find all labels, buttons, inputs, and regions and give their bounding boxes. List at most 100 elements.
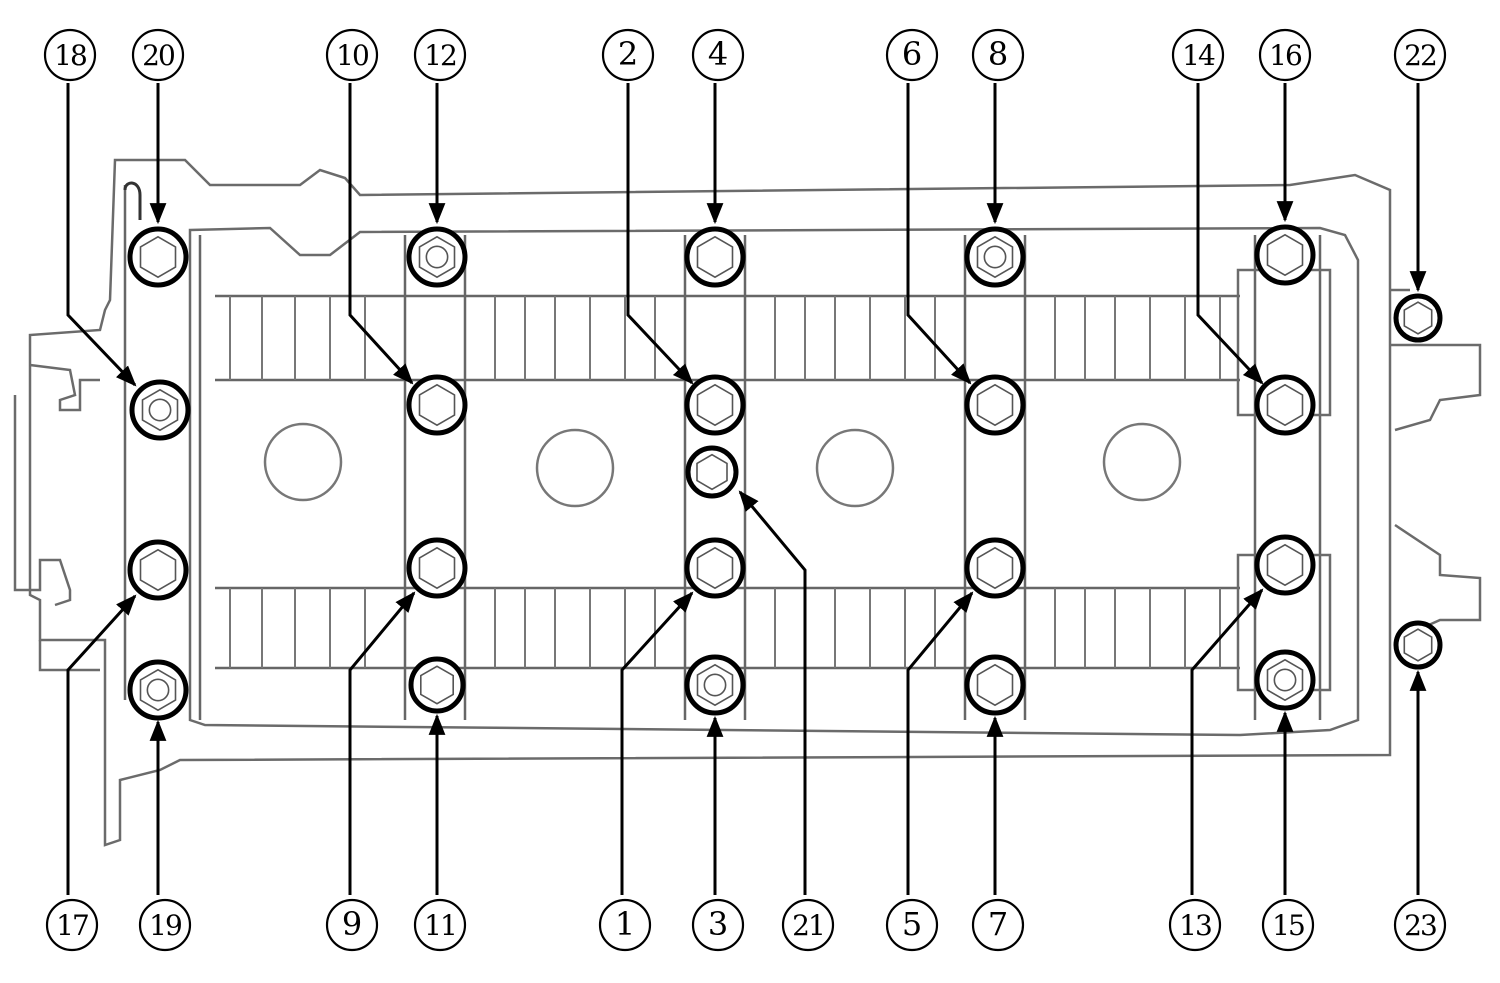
callout-number: 10: [336, 39, 368, 72]
bolt-3: [684, 654, 746, 716]
leader-arrows: [66, 83, 1427, 895]
callout-number: 16: [1269, 39, 1302, 72]
callout-marker-14: 14: [1171, 28, 1225, 82]
callout-marker-20: 20: [131, 28, 185, 82]
callout-circle: [138, 898, 192, 952]
callout-circle: [601, 28, 655, 82]
callout-circle: [885, 898, 939, 952]
callout-circle: [1261, 898, 1315, 952]
callout-number: 13: [1179, 909, 1211, 942]
callout-marker-6: 6: [885, 28, 939, 82]
callout-number: 21: [792, 909, 824, 942]
spark-plug-bore-3: [815, 428, 895, 508]
callout-number: 18: [54, 39, 86, 72]
callout-marker-19: 19: [138, 898, 192, 952]
leader-arrow-1: [620, 591, 694, 895]
callout-number: 2: [618, 35, 638, 73]
callout-marker-18: 18: [43, 28, 97, 82]
bolt-13: [1254, 534, 1316, 596]
callout-marker-8: 8: [971, 28, 1025, 82]
callout-number: 6: [902, 35, 922, 73]
callout-number: 4: [708, 35, 728, 73]
callout-marker-4: 4: [691, 28, 745, 82]
bolt-7: [964, 654, 1026, 716]
callout-circle: [971, 28, 1025, 82]
callout-number: 19: [149, 909, 181, 942]
callout-marker-21: 21: [781, 898, 835, 952]
callout-marker-2: 2: [601, 28, 655, 82]
camshaft-ribs-lower: [229, 588, 1221, 668]
callout-circle: [1258, 28, 1312, 82]
callout-marker-10: 10: [325, 28, 379, 82]
callout-circle: [598, 898, 652, 952]
bolt-21: [685, 445, 739, 499]
leader-arrow-9: [348, 591, 416, 895]
callout-number: 1: [615, 905, 635, 943]
callout-circle: [1171, 28, 1225, 82]
bolt-10: [406, 374, 468, 436]
callout-number: 11: [424, 909, 456, 942]
callout-number: 7: [988, 905, 1008, 943]
leader-arrow-18: [66, 83, 137, 387]
callout-marker-13: 13: [1168, 898, 1222, 952]
bolt-23: [1393, 620, 1443, 670]
bolt-5: [964, 537, 1026, 599]
callout-circle: [1393, 28, 1447, 82]
leader-arrow-6: [906, 83, 972, 385]
callout-marker-12: 12: [413, 28, 467, 82]
bolts: [127, 224, 1443, 721]
bolt-20: [127, 226, 189, 288]
callout-circle: [45, 898, 99, 952]
leader-arrow-17: [66, 594, 137, 895]
bolt-4: [684, 226, 746, 288]
bolt-15: [1254, 649, 1316, 711]
bolt-17: [127, 539, 189, 601]
callout-circle: [131, 28, 185, 82]
callout-circle: [325, 28, 379, 82]
callout-circle: [1393, 898, 1447, 952]
callout-number: 3: [708, 905, 728, 943]
leader-arrow-21: [738, 490, 807, 895]
callout-circle: [325, 898, 379, 952]
callout-number: 14: [1182, 39, 1215, 72]
bolt-22: [1393, 293, 1443, 343]
callout-circle: [691, 28, 745, 82]
callout-marker-5: 5: [885, 898, 939, 952]
callout-circle: [413, 28, 467, 82]
callout-circle: [971, 898, 1025, 952]
spark-plug-bore-2: [535, 428, 615, 508]
bolt-16: [1254, 224, 1316, 286]
callout-circle: [1168, 898, 1222, 952]
callout-circle: [691, 898, 745, 952]
bolt-12: [406, 226, 468, 288]
bolt-2: [684, 374, 746, 436]
right-end-plate: [1236, 268, 1332, 692]
callout-number: 5: [902, 905, 922, 943]
leader-arrow-13: [1190, 588, 1264, 895]
callout-marker-3: 3: [691, 898, 745, 952]
callout-circle: [885, 28, 939, 82]
callout-circle: [43, 28, 97, 82]
callout-marker-11: 11: [413, 898, 467, 952]
callout-marker-15: 15: [1261, 898, 1315, 952]
callout-circle: [781, 898, 835, 952]
leader-arrow-2: [626, 83, 694, 385]
callout-number: 20: [142, 39, 174, 72]
callout-number: 8: [988, 35, 1008, 73]
bolt-18: [129, 379, 191, 441]
callout-number: 22: [1404, 39, 1436, 72]
callout-marker-9: 9: [325, 898, 379, 952]
leader-arrow-10: [348, 83, 414, 385]
callout-marker-16: 16: [1258, 28, 1312, 82]
spark-plug-bore-4: [1102, 422, 1182, 502]
spark-plug-bore-1: [263, 422, 343, 502]
bolt-14: [1254, 374, 1316, 436]
bolt-9: [406, 537, 468, 599]
callout-marker-7: 7: [971, 898, 1025, 952]
callout-number: 17: [56, 909, 88, 942]
bolt-6: [964, 374, 1026, 436]
callout-circle: [413, 898, 467, 952]
callout-number: 12: [424, 39, 456, 72]
